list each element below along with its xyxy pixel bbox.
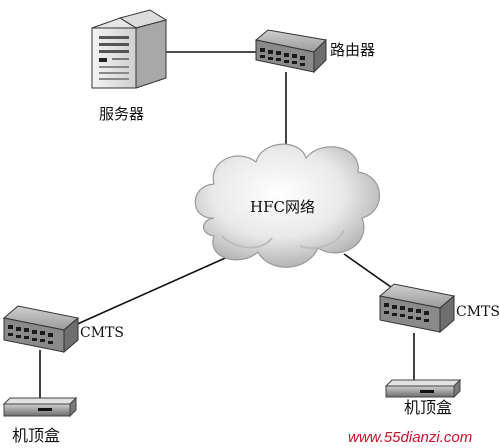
- hfc-network-label: HFC网络: [250, 198, 315, 216]
- stb-left-label: 机顶盒: [12, 426, 60, 445]
- link-cloud-cmts-left: [63, 254, 233, 331]
- cmts-icon[interactable]: [2, 305, 80, 354]
- link-cloud-cmts-right: [343, 253, 399, 293]
- stb-right-label: 机顶盒: [404, 398, 452, 417]
- server-icon[interactable]: [91, 9, 168, 89]
- set-top-box-icon[interactable]: [384, 378, 462, 399]
- server-label: 服务器: [99, 105, 144, 123]
- router-label: 路由器: [330, 41, 375, 59]
- set-top-box-icon[interactable]: [2, 396, 78, 418]
- cmts-icon[interactable]: [378, 283, 456, 334]
- cmts-left-label: CMTS: [80, 325, 124, 341]
- watermark: www.55dianzi.com: [348, 429, 472, 446]
- router-icon[interactable]: [254, 29, 328, 74]
- cmts-right-label: CMTS: [456, 304, 500, 320]
- connection-lines: [39, 51, 415, 406]
- cloud-icon: [194, 143, 381, 268]
